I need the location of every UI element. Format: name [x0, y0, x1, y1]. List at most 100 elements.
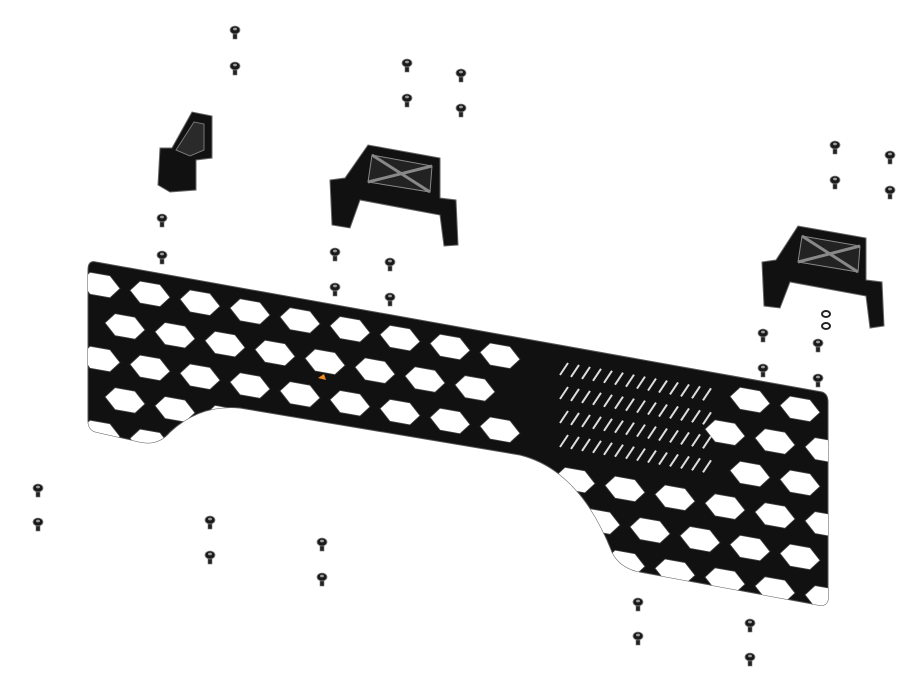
hex-cutout — [204, 404, 246, 432]
screw-icon — [757, 328, 769, 343]
vent-slot — [702, 435, 712, 449]
hex-cutout — [379, 472, 421, 500]
vent-slot — [669, 405, 679, 420]
hex-cutout — [104, 535, 146, 562]
screw-icon — [204, 515, 216, 530]
vent-slot — [669, 453, 679, 468]
hex-cutout — [404, 588, 446, 606]
screw-icon — [744, 618, 756, 633]
hex-cutout — [454, 449, 496, 476]
screw-icon — [384, 292, 396, 307]
vent-slot — [702, 411, 712, 425]
hex-cutout — [88, 345, 121, 373]
hex-cutout — [805, 660, 845, 686]
hex-cutout — [379, 546, 421, 574]
screw-icon — [401, 93, 413, 108]
vent-slot — [691, 409, 701, 423]
vent-slot — [570, 436, 580, 450]
hex-cutout — [404, 514, 446, 541]
hex-cutout — [454, 597, 496, 606]
hex-cutout — [204, 478, 246, 506]
hex-cutout — [404, 366, 446, 393]
screw-icon — [744, 652, 756, 667]
hex-cutout — [830, 479, 870, 505]
hex-cutout — [630, 666, 670, 692]
hex-cutout — [579, 582, 621, 606]
hex-cutout — [855, 594, 895, 620]
vent-slot — [570, 412, 580, 426]
hex-cutout — [680, 674, 720, 699]
hex-cutout — [754, 428, 796, 455]
plate-edge-highlight — [318, 374, 326, 380]
vent-slot — [658, 403, 668, 418]
hex-cutout — [104, 461, 146, 488]
vent-slot — [614, 372, 624, 386]
hex-cutout — [755, 651, 795, 677]
hex-cutout — [88, 271, 121, 299]
hex-cutout — [329, 390, 371, 417]
hex-cutout — [279, 381, 321, 408]
hex-cutout — [804, 585, 828, 606]
hex-cutout — [154, 322, 196, 349]
hex-cutout — [480, 639, 520, 665]
hex-cutout — [154, 544, 196, 571]
hex-cutout — [354, 505, 396, 532]
hex-cutout — [129, 576, 171, 604]
hex-cutout — [254, 561, 296, 589]
hex-cutout — [179, 363, 221, 390]
center-bracket — [329, 144, 459, 247]
hex-cutout — [429, 555, 471, 583]
vent-slot — [559, 410, 569, 424]
hex-cutout — [804, 437, 828, 464]
vent-slot — [658, 379, 668, 394]
screw-icon — [32, 517, 44, 532]
vent-slot — [625, 446, 635, 460]
screws — [32, 25, 896, 667]
vent-slot — [680, 431, 690, 445]
hex-cutout — [429, 407, 471, 435]
hex-cutout — [479, 416, 521, 443]
vent-slot — [592, 416, 602, 430]
hex-cutout — [379, 398, 421, 426]
hex-cutout — [454, 375, 496, 402]
screw-icon — [884, 150, 896, 165]
right-bracket — [761, 225, 885, 329]
hex-cutout — [354, 357, 396, 384]
hex-cutout — [229, 594, 271, 606]
vent-slot — [625, 398, 635, 412]
hex-cutout — [279, 307, 321, 334]
hex-cutout — [730, 683, 770, 699]
screw-icon — [401, 58, 413, 73]
vent-slot — [691, 433, 701, 447]
vent-slot — [559, 362, 569, 376]
screw-icon — [455, 103, 467, 118]
hex-cutout — [354, 431, 396, 458]
screw-icon — [329, 247, 341, 262]
hex-cutout — [580, 657, 620, 683]
vent-slot — [559, 434, 569, 448]
hex-cutout — [830, 627, 870, 653]
hex-cutout — [279, 529, 321, 556]
vent-slot — [581, 414, 591, 428]
hex-cutout — [330, 612, 370, 638]
hex-cutout — [304, 348, 346, 376]
mesh-panel-plate — [87, 261, 895, 699]
vent-slot — [680, 383, 690, 397]
screw-icon — [829, 175, 841, 190]
hex-cutout — [704, 419, 746, 446]
hex-cutout — [304, 496, 346, 524]
screw-icon — [384, 257, 396, 272]
vent-slot — [614, 444, 624, 458]
hex-cutout — [655, 633, 695, 659]
hex-cutout — [380, 621, 420, 647]
vent-slot — [691, 385, 701, 399]
vent-slot — [647, 402, 657, 416]
screw-icon — [32, 483, 44, 498]
vent-slot — [702, 459, 712, 473]
vent-slot — [636, 448, 646, 462]
vent-slot — [559, 386, 569, 400]
screw-icon — [812, 338, 824, 353]
vent-slot — [592, 392, 602, 406]
hex-cutout — [855, 520, 895, 546]
